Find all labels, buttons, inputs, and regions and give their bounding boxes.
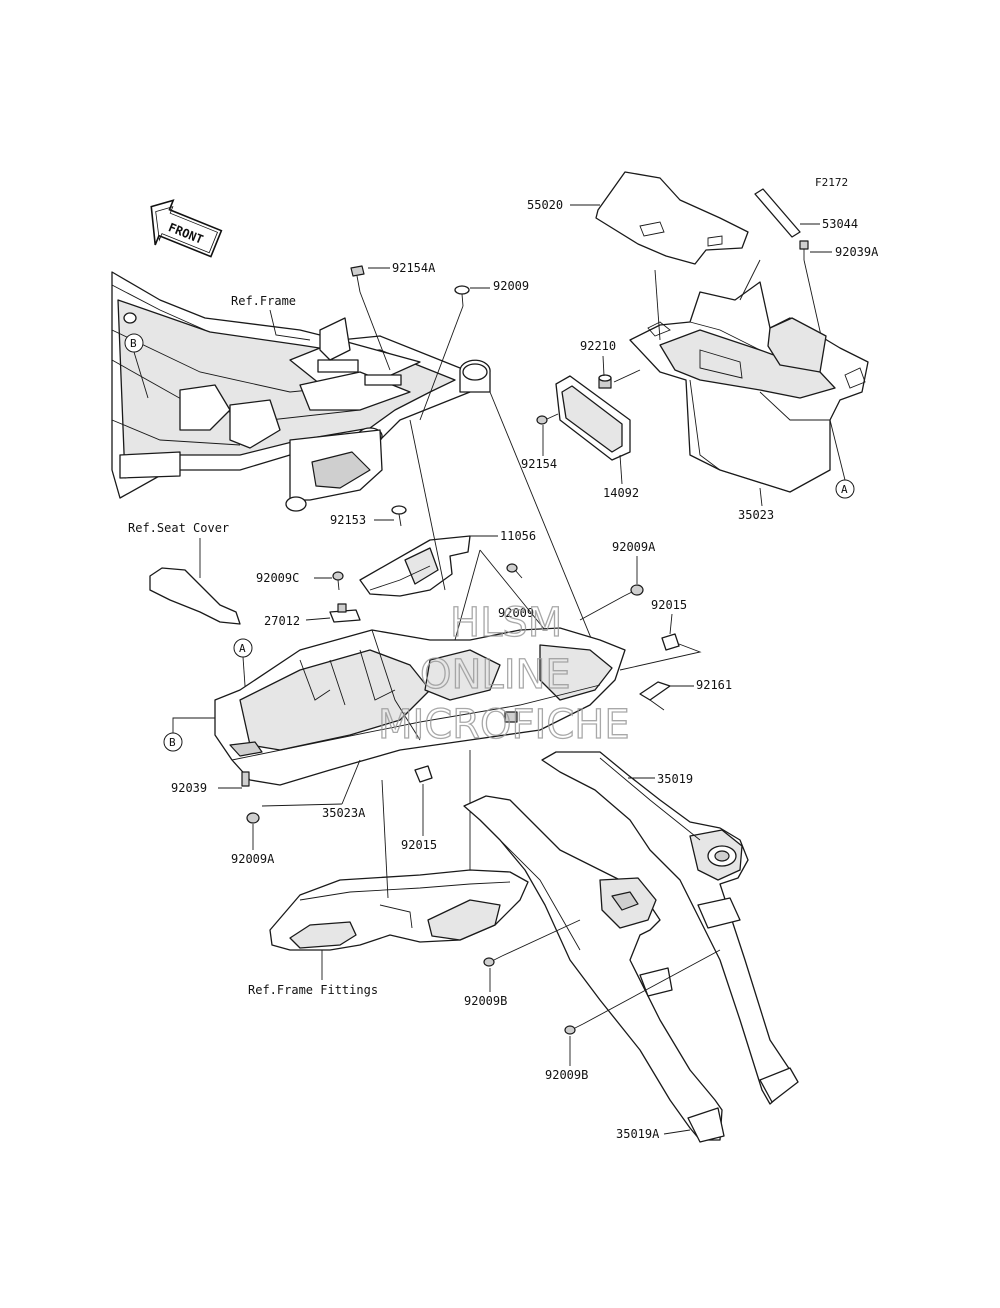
frame-fittings-part [269,750,529,951]
callout-b-left-label: B [169,736,176,749]
screw-92009a-right [623,584,644,597]
nut-92015-right [661,633,680,651]
part-14092: 14092 [603,486,639,500]
part-92009c: 92009C [256,571,299,585]
figure-code: F2172 [815,176,848,189]
part-92009a-left: 92009A [231,852,275,866]
part-35023: 35023 [738,508,774,522]
bracket-35019 [541,751,799,1105]
battery-case-35023 [629,281,869,493]
rubber-mat-55020 [595,171,749,265]
part-35019: 35019 [657,772,693,786]
screw-92009b-upper [483,955,503,967]
bolt-92153 [391,505,407,527]
ref-seat-cover-label: Ref.Seat Cover [128,521,229,535]
callout-a-left-label: A [239,642,246,655]
part-92009-mid: 92009 [498,606,534,620]
part-92009b-lower: 92009B [545,1068,588,1082]
fitting-92039 [241,771,250,787]
screw-92009-mid [506,563,523,579]
part-92009b-upper: 92009B [464,994,507,1008]
tube-53044 [754,188,801,238]
bracket-35019a [463,795,725,1143]
seat-cover-part [149,567,241,625]
part-92039a: 92039A [835,245,879,259]
cover-14092 [555,375,631,461]
bolt-92154 [536,413,559,425]
part-92154a: 92154A [392,261,436,275]
callout-b-top-label: B [130,337,137,350]
part-55020: 55020 [527,198,563,212]
damper-92161 [639,681,671,701]
collar-92210 [598,374,612,389]
part-92154: 92154 [521,457,557,471]
rear-frame-assembly [111,271,491,512]
screw-92009b-lower [564,1023,584,1035]
part-92161: 92161 [696,678,732,692]
part-92015-right: 92015 [651,598,687,612]
screw-92009a-left [246,812,260,824]
ref-frame-fittings-label: Ref.Frame Fittings [248,983,378,997]
watermark-line1: HLSM [450,600,562,646]
rear-fender-35023a [214,627,626,786]
watermark-line3: MICROFICHE [378,702,630,748]
callout-a-right-label: A [841,483,848,496]
screw-92009-top [454,285,470,307]
screw-92009c [332,571,344,591]
bracket-11056 [359,535,471,597]
watermark-line2: ONLINE [420,652,571,698]
part-35019a: 35019A [616,1127,660,1141]
front-arrow-icon: FRONT [150,199,223,258]
clip-27012 [329,603,361,623]
fitting-92039a [799,240,809,260]
nut-92015-bottom [414,765,433,783]
watermark: HLSM ONLINE MICROFICHE [377,599,630,748]
bolt-92154a [350,265,365,293]
part-35023a: 35023A [322,806,366,820]
part-92210: 92210 [580,339,616,353]
part-92009-top: 92009 [493,279,529,293]
part-92153: 92153 [330,513,366,527]
part-11056: 11056 [500,529,536,543]
part-92009a-right: 92009A [612,540,656,554]
part-53044: 53044 [822,217,858,231]
part-92039: 92039 [171,781,207,795]
part-27012: 27012 [264,614,300,628]
ref-frame-label: Ref.Frame [231,294,296,308]
part-92015-bottom: 92015 [401,838,437,852]
